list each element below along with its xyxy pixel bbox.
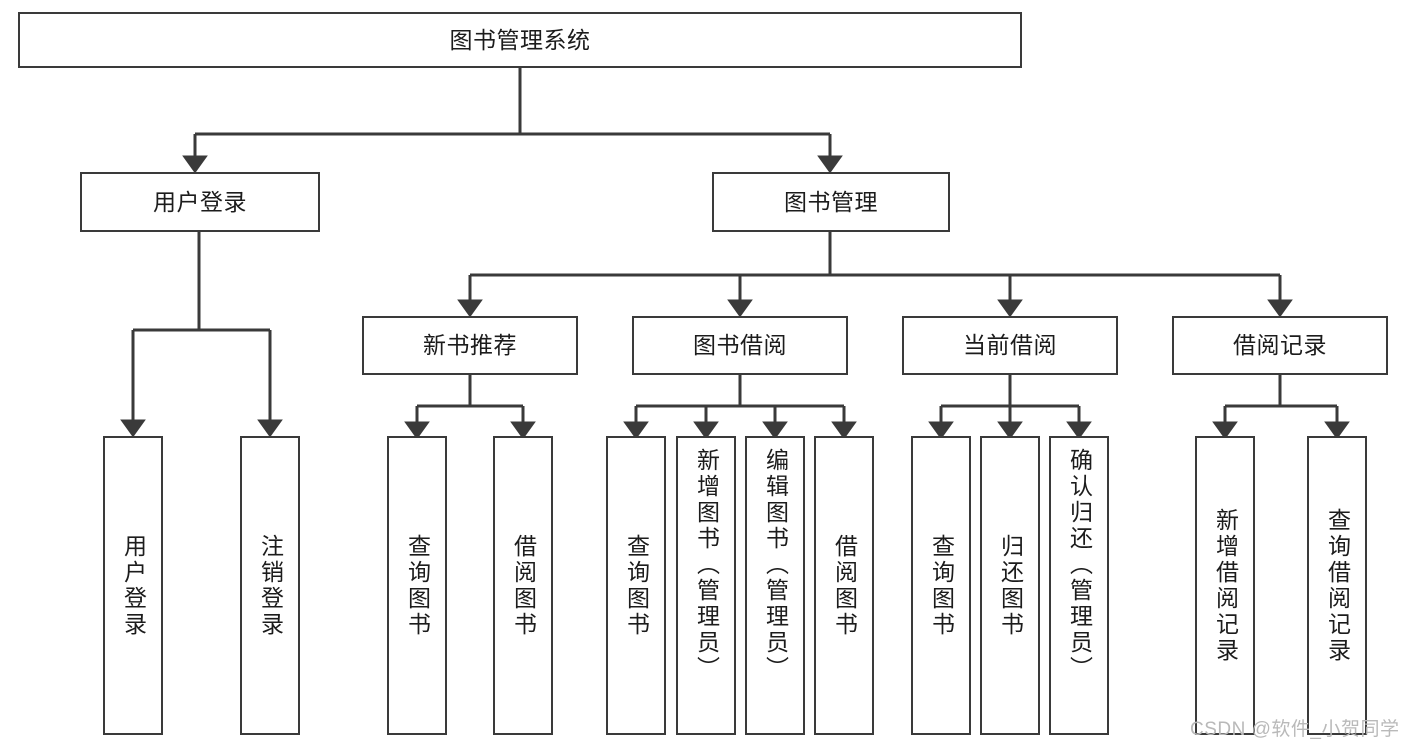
leaf-user-login-login[interactable]: 用户登录 [103,436,163,735]
node-label: 图书借阅 [693,332,787,359]
leaf-label: 用户登录 [120,533,147,638]
node-label: 当前借阅 [963,332,1057,359]
leaf-label: 借阅图书 [831,533,858,638]
node-label: 图书管理 [784,188,878,215]
leaf-label: 编辑图书（管理员） [762,448,789,682]
leaf-new-book-borrow[interactable]: 借阅图书 [493,436,553,735]
leaf-label: 查询借阅记录 [1324,507,1351,664]
leaf-book-borrow-query[interactable]: 查询图书 [606,436,666,735]
node-current-borrow[interactable]: 当前借阅 [902,316,1118,375]
node-label: 图书管理系统 [449,26,591,53]
leaf-current-borrow-query[interactable]: 查询图书 [911,436,971,735]
node-borrow-record[interactable]: 借阅记录 [1172,316,1388,375]
leaf-label: 查询图书 [928,533,955,638]
leaf-borrow-record-query[interactable]: 查询借阅记录 [1307,436,1367,735]
leaf-new-book-query[interactable]: 查询图书 [387,436,447,735]
node-book-borrow[interactable]: 图书借阅 [632,316,848,375]
node-label: 新书推荐 [423,332,517,359]
leaf-label: 新增图书（管理员） [693,448,720,682]
leaf-label: 归还图书 [997,533,1024,638]
node-root-book-management-system[interactable]: 图书管理系统 [18,12,1022,68]
node-label: 借阅记录 [1233,332,1327,359]
leaf-label: 借阅图书 [510,533,537,638]
node-new-book-recommend[interactable]: 新书推荐 [362,316,578,375]
node-label: 用户登录 [153,188,247,215]
node-user-login[interactable]: 用户登录 [80,172,320,232]
node-book-management[interactable]: 图书管理 [712,172,950,232]
leaf-label: 新增借阅记录 [1212,507,1239,664]
leaf-label: 注销登录 [257,533,284,638]
leaf-borrow-record-add[interactable]: 新增借阅记录 [1195,436,1255,735]
leaf-current-borrow-confirm-return[interactable]: 确认归还（管理员） [1049,436,1109,735]
leaf-book-borrow-add[interactable]: 新增图书（管理员） [676,436,736,735]
leaf-book-borrow-edit[interactable]: 编辑图书（管理员） [745,436,805,735]
csdn-watermark: CSDN @软件_小贺同学 [1190,719,1400,740]
leaf-label: 查询图书 [623,533,650,638]
leaf-user-login-logout[interactable]: 注销登录 [240,436,300,735]
leaf-current-borrow-return[interactable]: 归还图书 [980,436,1040,735]
leaf-book-borrow-borrow[interactable]: 借阅图书 [814,436,874,735]
leaf-label: 确认归还（管理员） [1066,448,1093,682]
leaf-label: 查询图书 [404,533,431,638]
